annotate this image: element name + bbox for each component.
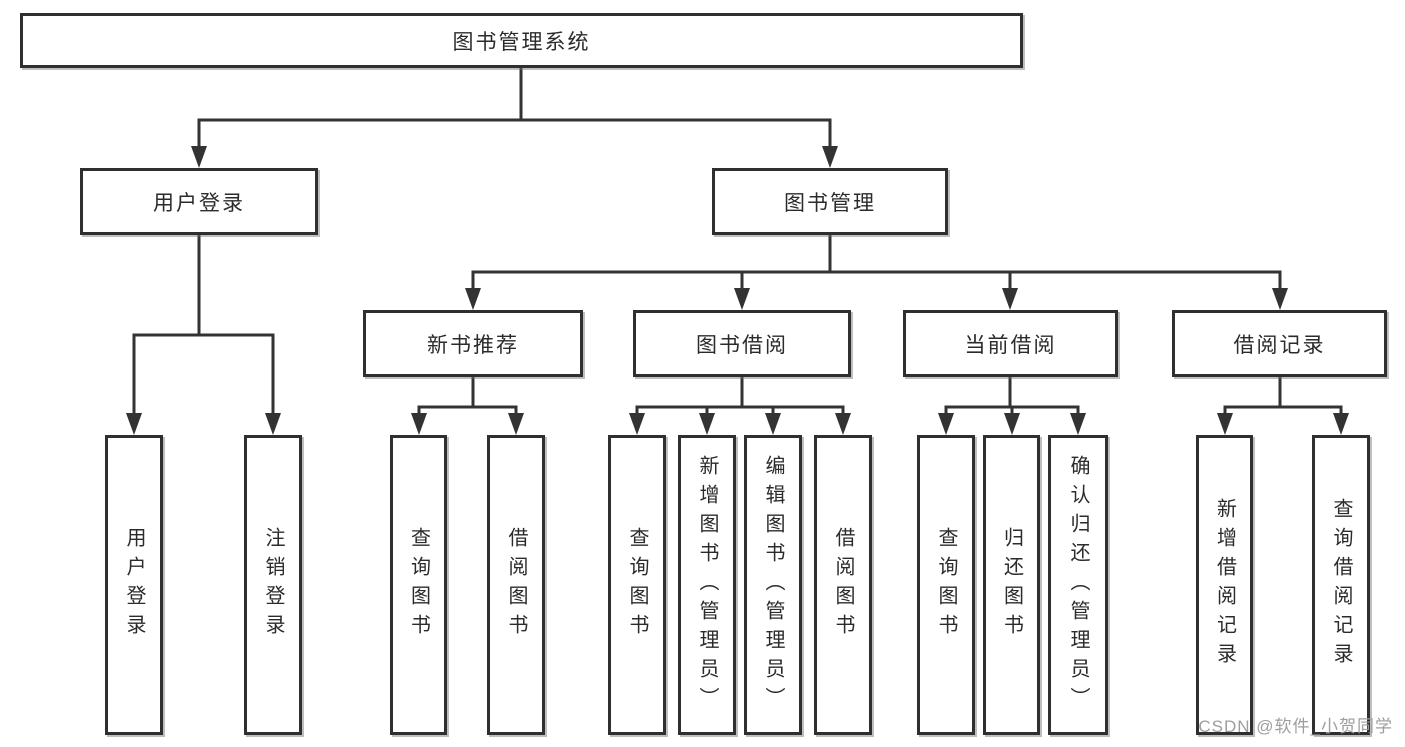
- node-book-management: 图书管理: [712, 168, 948, 235]
- node-leaf-query-book-2: 查询图书: [608, 435, 666, 735]
- arrowhead-icon: [835, 413, 851, 435]
- node-label: 图书借阅: [696, 333, 788, 357]
- node-label: 查询图书: [626, 527, 648, 643]
- node-leaf-edit-book: 编辑图书（管理员）: [744, 435, 802, 735]
- node-label: 新书推荐: [427, 333, 519, 357]
- arrowhead-icon: [629, 413, 645, 435]
- node-leaf-query-book-1: 查询图书: [390, 435, 447, 735]
- node-label: 借阅图书: [832, 527, 854, 643]
- node-label: 注销登录: [262, 527, 284, 643]
- node-label: 新增图书（管理员）: [696, 454, 718, 716]
- arrowhead-icon: [411, 413, 427, 435]
- node-leaf-add-book: 新增图书（管理员）: [678, 435, 736, 735]
- node-label: 查询图书: [935, 527, 957, 643]
- arrowhead-icon: [699, 413, 715, 435]
- node-label: 编辑图书（管理员）: [762, 454, 784, 716]
- node-label: 借阅图书: [505, 527, 527, 643]
- node-current-borrowing: 当前借阅: [903, 310, 1118, 377]
- node-leaf-query-book-3: 查询图书: [917, 435, 975, 735]
- node-label: 归还图书: [1000, 527, 1023, 643]
- node-label: 当前借阅: [964, 333, 1057, 357]
- arrowhead-icon: [765, 413, 781, 435]
- node-label: 查询借阅记录: [1330, 498, 1352, 672]
- node-user-login: 用户登录: [80, 168, 318, 235]
- node-label: 借阅记录: [1233, 333, 1326, 357]
- node-leaf-user-login: 用户登录: [105, 435, 163, 735]
- node-borrowing-records: 借阅记录: [1172, 310, 1387, 377]
- arrowhead-icon: [1217, 413, 1233, 435]
- node-label: 用户登录: [153, 191, 245, 215]
- arrowhead-icon: [1333, 413, 1349, 435]
- node-label: 图书管理: [784, 191, 876, 215]
- node-leaf-add-record: 新增借阅记录: [1196, 435, 1253, 735]
- arrowhead-icon: [734, 288, 750, 310]
- arrowhead-icon: [465, 288, 481, 310]
- arrowhead-icon: [1004, 413, 1020, 435]
- arrowhead-icon: [938, 413, 954, 435]
- arrowhead-icon: [265, 413, 281, 435]
- node-label: 确认归还（管理员）: [1067, 454, 1089, 716]
- node-leaf-borrow-book-1: 借阅图书: [487, 435, 545, 735]
- node-label: 查询图书: [407, 527, 430, 643]
- arrowhead-icon: [1002, 288, 1018, 310]
- node-label: 图书管理系统: [452, 30, 591, 54]
- arrowhead-icon: [191, 146, 207, 168]
- arrowhead-icon: [822, 146, 838, 168]
- node-book-borrowing: 图书借阅: [633, 310, 851, 377]
- node-new-book-recommend: 新书推荐: [363, 310, 583, 377]
- arrowhead-icon: [508, 413, 524, 435]
- node-root: 图书管理系统: [20, 13, 1023, 68]
- node-leaf-borrow-book-2: 借阅图书: [814, 435, 872, 735]
- node-leaf-return-book: 归还图书: [983, 435, 1040, 735]
- node-leaf-logout: 注销登录: [244, 435, 302, 735]
- node-label: 用户登录: [123, 527, 145, 643]
- node-leaf-confirm-return: 确认归还（管理员）: [1048, 435, 1108, 735]
- arrowhead-icon: [126, 413, 142, 435]
- node-leaf-query-record: 查询借阅记录: [1312, 435, 1370, 735]
- arrowhead-icon: [1272, 288, 1288, 310]
- arrowhead-icon: [1070, 413, 1086, 435]
- node-label: 新增借阅记录: [1213, 498, 1236, 672]
